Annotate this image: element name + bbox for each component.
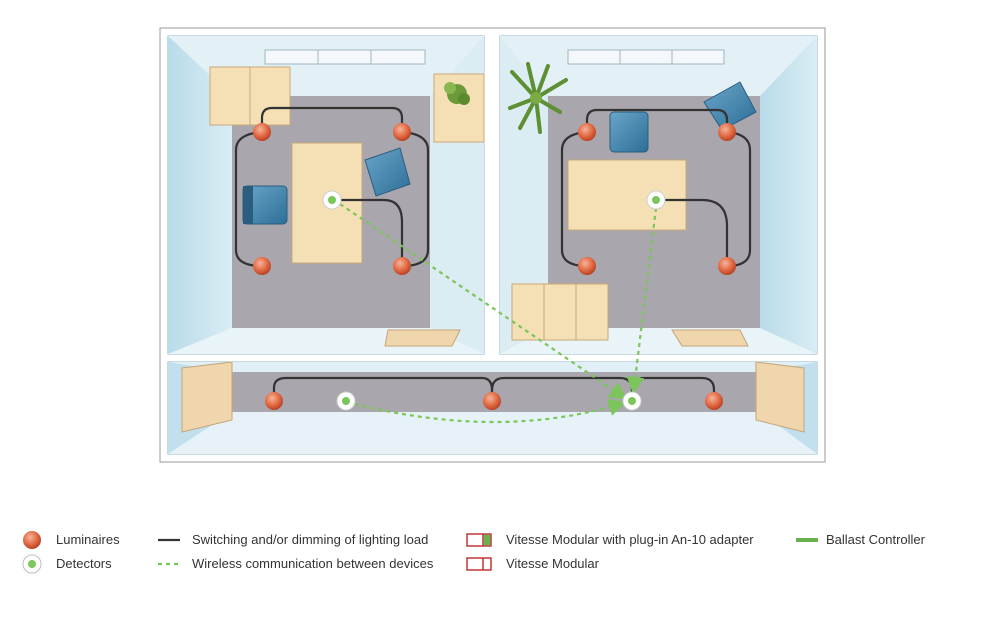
legend-switching: Switching and/or dimming of lighting loa… xyxy=(158,530,448,550)
luminaire-icon xyxy=(23,531,41,549)
luminaire xyxy=(718,257,736,275)
legend-luminaires-label: Luminaires xyxy=(56,532,120,547)
detector xyxy=(646,190,666,210)
legend-detectors-label: Detectors xyxy=(56,556,112,571)
detector-icon xyxy=(22,554,42,574)
legend-detectors: Detectors xyxy=(22,554,152,574)
legend-vitesse-adapter: Vitesse Modular with plug-in An-10 adapt… xyxy=(466,530,766,550)
luminaires xyxy=(253,123,736,410)
detector xyxy=(322,190,342,210)
luminaire xyxy=(483,392,501,410)
luminaire xyxy=(253,257,271,275)
office-left xyxy=(167,35,485,355)
legend-wireless: Wireless communication between devices xyxy=(158,554,448,574)
floor-plan-diagram xyxy=(159,27,826,463)
legend-ballast-label: Ballast Controller xyxy=(826,532,925,547)
legend-luminaires: Luminaires xyxy=(22,530,152,550)
luminaire xyxy=(578,123,596,141)
wire-line-icon xyxy=(158,538,180,542)
wireless-line-icon xyxy=(158,562,180,566)
detector xyxy=(622,391,642,411)
legend-vitesse-label: Vitesse Modular xyxy=(506,556,599,571)
luminaire xyxy=(253,123,271,141)
ballast-icon xyxy=(796,538,818,542)
legend: Luminaires Detectors Switching and/or di… xyxy=(0,526,992,586)
legend-vitesse: Vitesse Modular xyxy=(466,554,766,574)
legend-ballast: Ballast Controller xyxy=(796,530,976,550)
luminaire xyxy=(393,257,411,275)
luminaire xyxy=(705,392,723,410)
legend-wireless-label: Wireless communication between devices xyxy=(192,556,434,571)
detector xyxy=(336,391,356,411)
vitesse-icon xyxy=(466,557,492,571)
luminaire xyxy=(578,257,596,275)
luminaire xyxy=(718,123,736,141)
legend-vitesse-adapter-label: Vitesse Modular with plug-in An-10 adapt… xyxy=(506,532,754,547)
wireless-links xyxy=(339,203,658,424)
legend-switching-label: Switching and/or dimming of lighting loa… xyxy=(192,532,429,547)
vitesse-adapter-icon xyxy=(466,533,492,547)
detectors xyxy=(322,190,666,411)
luminaire xyxy=(393,123,411,141)
luminaire xyxy=(265,392,283,410)
